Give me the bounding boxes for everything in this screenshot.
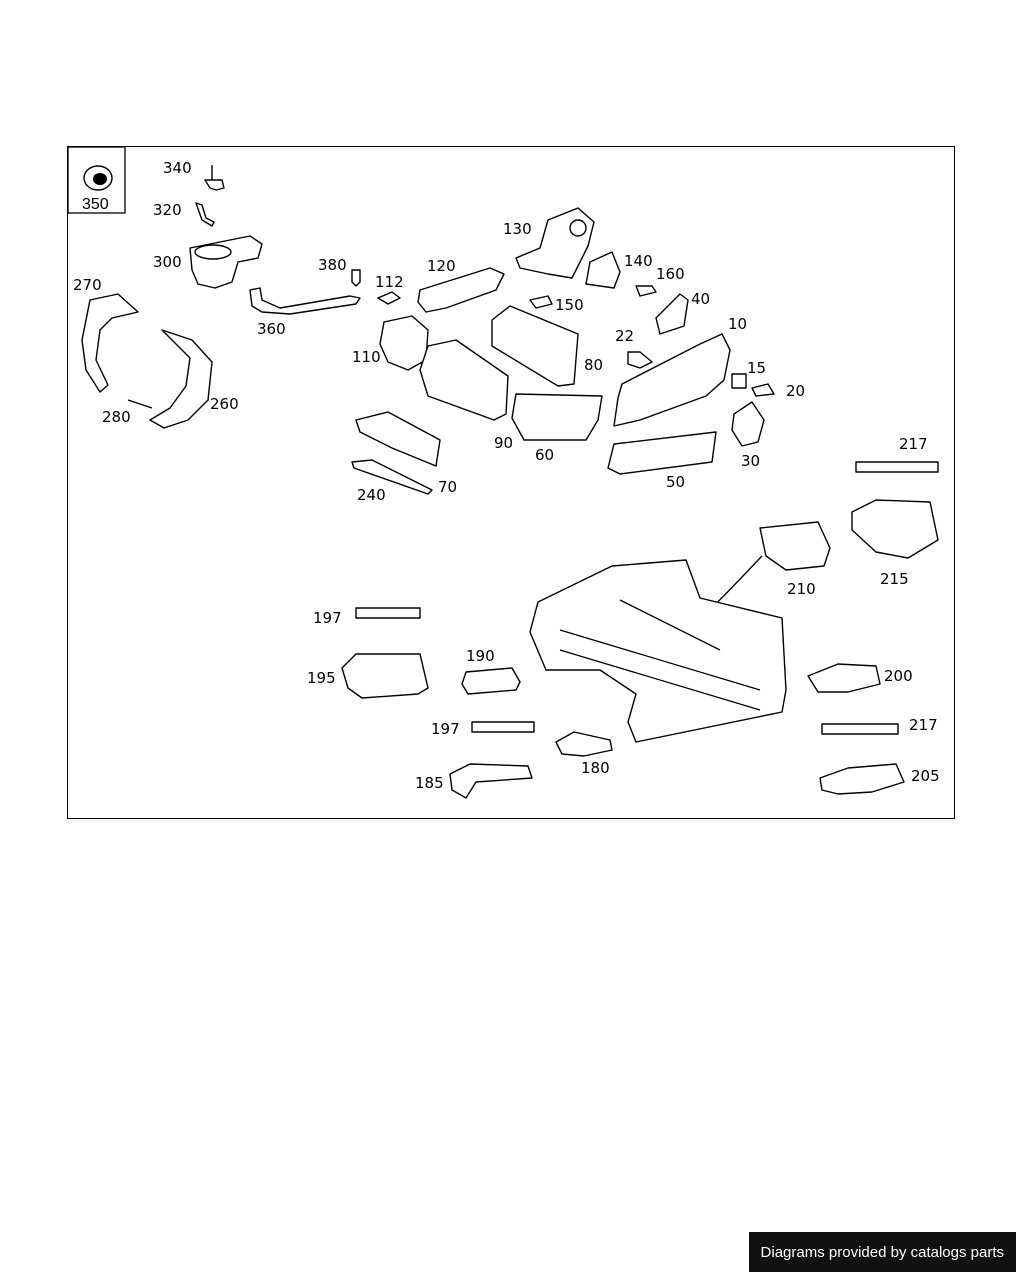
part-112-drawing (377, 291, 401, 305)
callout-15: 15 (747, 359, 766, 377)
callout-270: 270 (73, 276, 102, 294)
part-380-drawing (351, 269, 361, 287)
diagram-frame (67, 146, 955, 819)
part-240-drawing (351, 459, 433, 495)
callout-215: 215 (880, 570, 909, 588)
part-300-drawing (189, 235, 263, 289)
part-280-drawing (127, 399, 153, 409)
part-160-drawing (635, 285, 657, 297)
part-40-drawing (655, 293, 689, 335)
callout-150: 150 (555, 296, 584, 314)
callout-160: 160 (656, 265, 685, 283)
part-360-drawing (249, 287, 361, 315)
seat-frame-drawing (529, 559, 787, 743)
callout-20: 20 (786, 382, 805, 400)
part-270-drawing (81, 293, 139, 393)
callout-197-top: 197 (313, 609, 342, 627)
callout-120: 120 (427, 257, 456, 275)
callout-280: 280 (102, 408, 131, 426)
callout-190: 190 (466, 647, 495, 665)
callout-380: 380 (318, 256, 347, 274)
part-217-top-drawing (855, 461, 939, 473)
inset-box: 350 (67, 146, 126, 214)
part-110-drawing (379, 315, 429, 371)
part-260-drawing (149, 329, 213, 429)
part-22-drawing (627, 351, 653, 369)
part-120-drawing (417, 267, 505, 313)
part-200-drawing (807, 663, 881, 693)
part-197-mid-drawing (471, 721, 535, 733)
part-205-drawing (819, 763, 905, 795)
part-80-drawing (491, 305, 579, 387)
part-180-drawing (555, 731, 613, 757)
callout-300: 300 (153, 253, 182, 271)
callout-22: 22 (615, 327, 634, 345)
part-215-drawing (851, 499, 939, 559)
part-15-drawing (731, 373, 747, 389)
part-70-drawing (355, 411, 441, 467)
callout-210: 210 (787, 580, 816, 598)
callout-110: 110 (352, 348, 381, 366)
part-197-top-drawing (355, 607, 421, 619)
part-150-drawing (529, 295, 553, 309)
part-195-drawing (341, 653, 429, 699)
callout-185: 185 (415, 774, 444, 792)
callout-360: 360 (257, 320, 286, 338)
callout-40: 40 (691, 290, 710, 308)
callout-217-top: 217 (899, 435, 928, 453)
callout-217-mid: 217 (909, 716, 938, 734)
callout-140: 140 (624, 252, 653, 270)
callout-320: 320 (153, 201, 182, 219)
callout-90: 90 (494, 434, 513, 452)
part-10-drawing (613, 333, 731, 427)
callout-240: 240 (357, 486, 386, 504)
callout-labels: 340 320 300 380 360 270 280 260 112 110 … (73, 159, 940, 792)
callout-180: 180 (581, 759, 610, 777)
part-190-drawing (461, 667, 521, 695)
part-20-drawing (751, 383, 775, 397)
part-drawings (81, 165, 939, 799)
part-185-drawing (449, 763, 533, 799)
footer-credit-badge: Diagrams provided by catalogs parts (748, 1232, 1016, 1272)
part-140-drawing (585, 251, 621, 289)
part-90-drawing (419, 339, 509, 421)
callout-80: 80 (584, 356, 603, 374)
callout-340: 340 (163, 159, 192, 177)
callout-130: 130 (503, 220, 532, 238)
part-210-drawing (759, 521, 831, 571)
part-217-mid-drawing (821, 723, 899, 735)
callout-70: 70 (438, 478, 457, 496)
part-320-drawing (195, 202, 215, 227)
callout-60: 60 (535, 446, 554, 464)
callout-50: 50 (666, 473, 685, 491)
callout-195: 195 (307, 669, 336, 687)
part-60-drawing (511, 393, 603, 441)
part-130-drawing (515, 207, 595, 279)
callout-260: 260 (210, 395, 239, 413)
callout-197-mid: 197 (431, 720, 460, 738)
callout-200: 200 (884, 667, 913, 685)
part-50-drawing (607, 431, 717, 475)
callout-30: 30 (741, 452, 760, 470)
callout-10: 10 (728, 315, 747, 333)
callout-205: 205 (911, 767, 940, 785)
inset-part-number: 350 (82, 196, 109, 213)
callout-112: 112 (375, 273, 404, 291)
part-30-drawing (731, 401, 765, 447)
part-340-drawing (204, 165, 225, 191)
